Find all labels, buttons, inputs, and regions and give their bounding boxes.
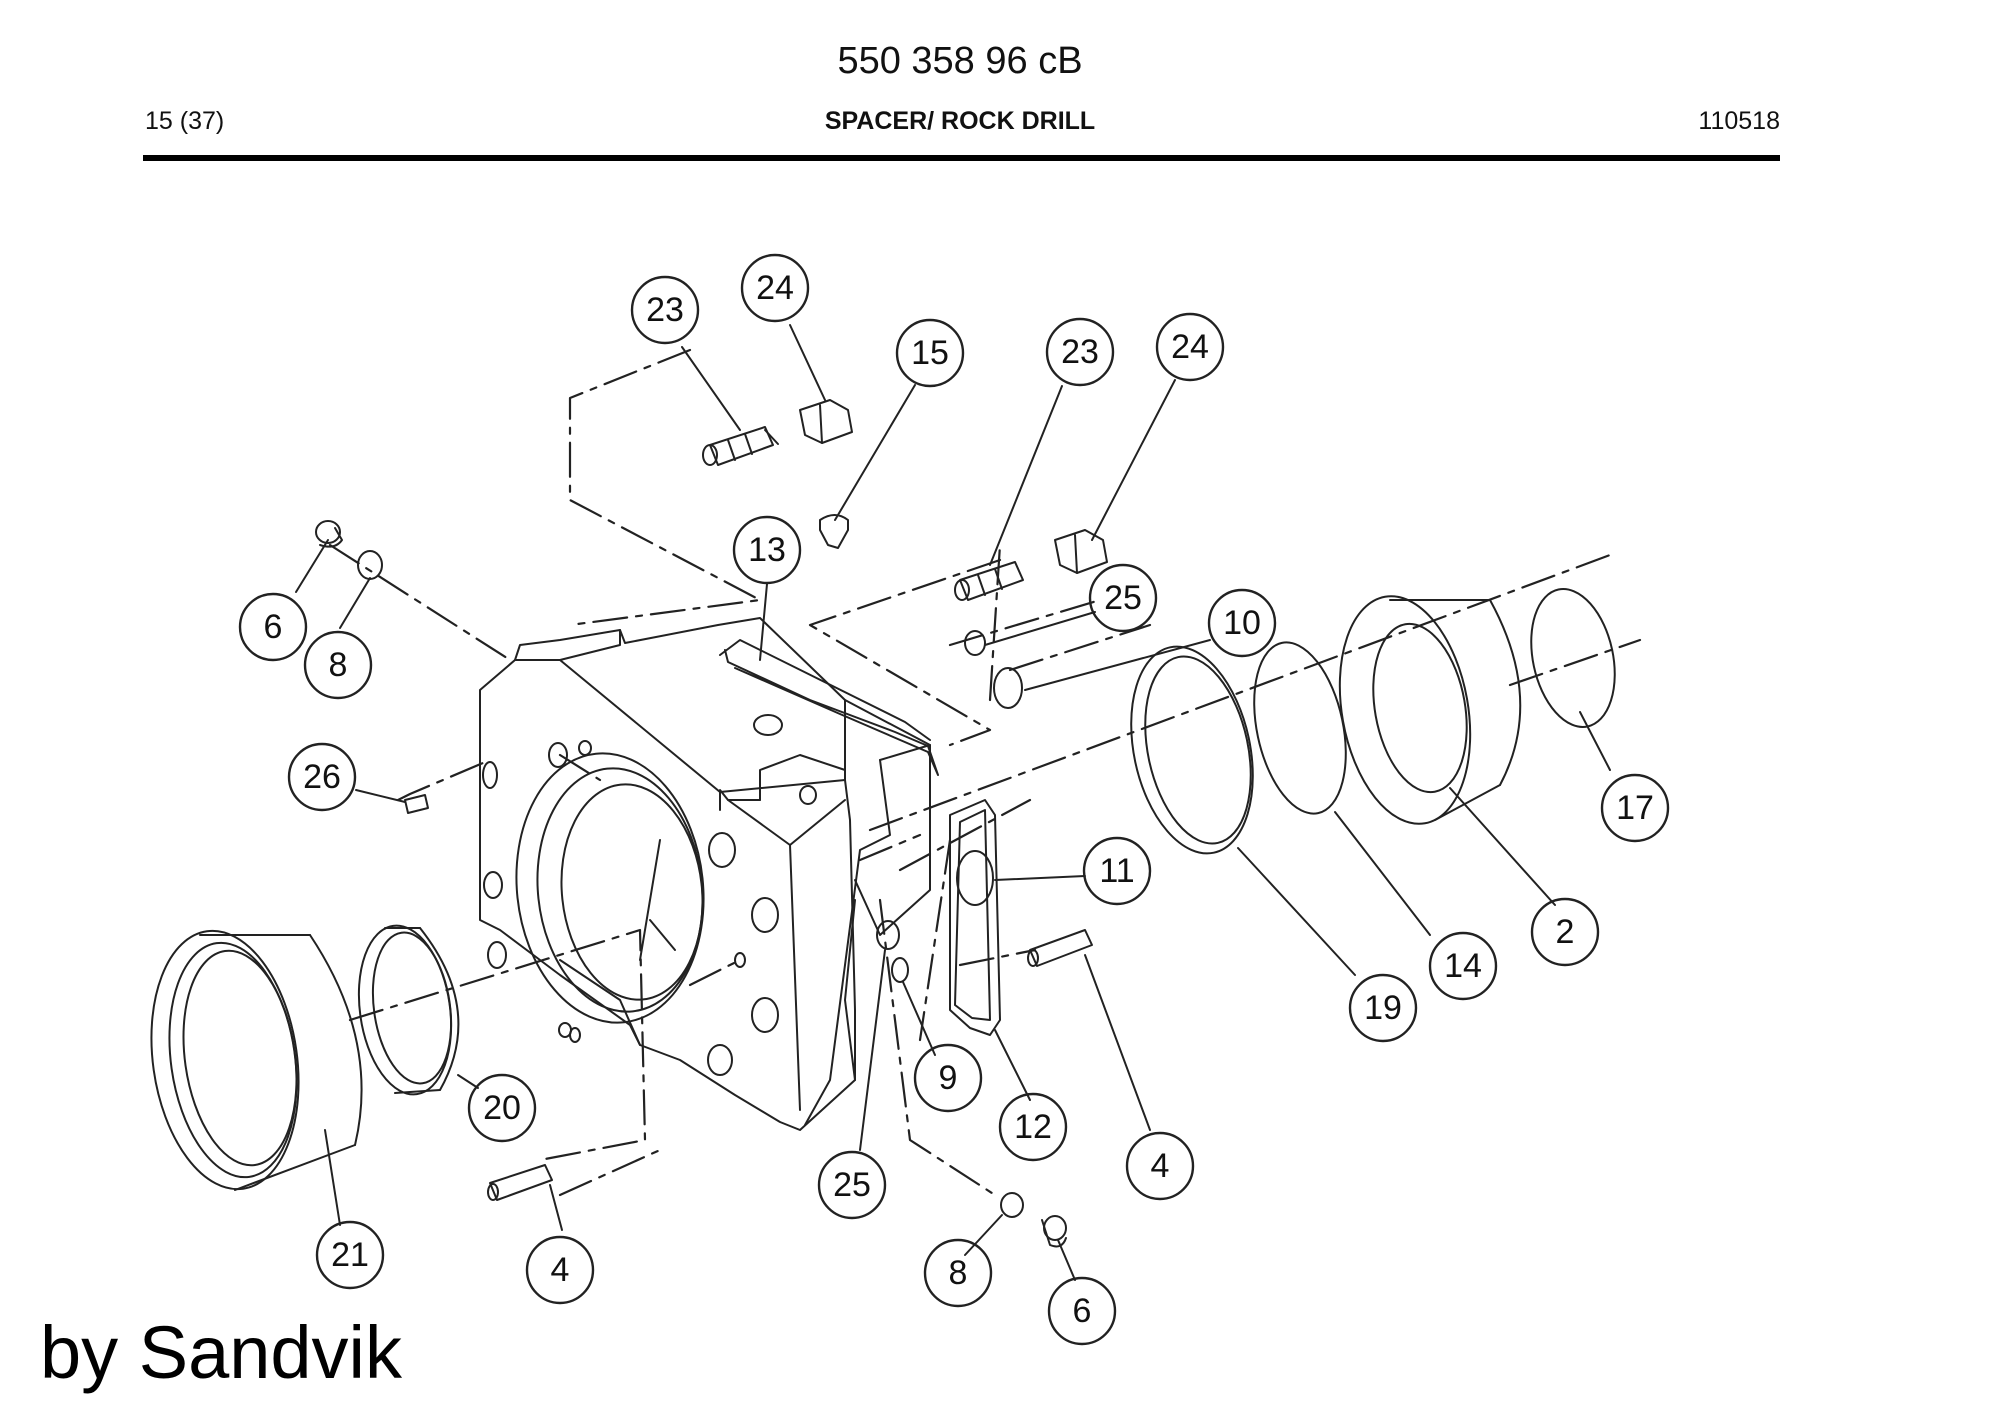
- callout-19: 19: [1348, 973, 1418, 1043]
- callout-23-mid: 23: [1045, 317, 1115, 387]
- svg-text:25: 25: [833, 1166, 871, 1204]
- o-ring-25-top: [964, 630, 986, 656]
- leader-lines: [295, 324, 1611, 1281]
- callout-6-bottom: 6: [1047, 1276, 1117, 1346]
- svg-text:15: 15: [911, 334, 949, 372]
- callout-12: 12: [998, 1092, 1068, 1162]
- svg-text:26: 26: [303, 758, 341, 796]
- callout-4-left: 4: [525, 1235, 595, 1305]
- o-ring-8-bottom: [1000, 1192, 1024, 1218]
- callout-24-mid: 24: [1155, 312, 1225, 382]
- callout-6-top: 6: [238, 592, 308, 662]
- callout-balloons: 23 24 15 23 24 13 6 8 25 10 26 11 17 2 1…: [238, 253, 1670, 1346]
- ring-19: [1130, 645, 1254, 855]
- svg-text:2: 2: [1556, 913, 1575, 951]
- gasket-13: [719, 639, 939, 776]
- o-ring-25-bottom: [876, 920, 900, 950]
- plug-6-top: [315, 520, 343, 548]
- callout-17: 17: [1600, 773, 1670, 843]
- svg-text:21: 21: [331, 1236, 369, 1274]
- svg-text:4: 4: [1151, 1147, 1170, 1185]
- page-indicator: 15 (37): [145, 107, 225, 135]
- page-title: SPACER/ ROCK DRILL: [824, 107, 1096, 135]
- callout-8-bottom: 8: [923, 1238, 993, 1308]
- svg-text:14: 14: [1444, 947, 1482, 985]
- callout-24-top: 24: [740, 253, 810, 323]
- svg-text:10: 10: [1223, 604, 1261, 642]
- callout-2: 2: [1530, 897, 1600, 967]
- credit-text: by Sandvik: [40, 1311, 402, 1394]
- callout-14: 14: [1428, 931, 1498, 1001]
- o-ring-10: [993, 667, 1023, 709]
- callout-4-right: 4: [1125, 1131, 1195, 1201]
- center-lines: [328, 348, 1642, 1197]
- dowel-pin-4-left: [487, 1164, 553, 1201]
- svg-text:17: 17: [1616, 789, 1654, 827]
- o-ring-8-top: [357, 550, 383, 580]
- date-code: 110518: [1698, 107, 1780, 135]
- svg-text:13: 13: [748, 531, 786, 569]
- svg-text:23: 23: [1061, 333, 1099, 371]
- svg-text:19: 19: [1364, 989, 1402, 1027]
- callout-20: 20: [467, 1073, 537, 1143]
- callout-15: 15: [895, 318, 965, 388]
- document-number: 550 358 96 cB: [837, 40, 1083, 82]
- svg-text:12: 12: [1014, 1108, 1052, 1146]
- fitting-23-top: [702, 426, 779, 466]
- dowel-pin-4-right: [1027, 929, 1093, 967]
- o-ring-9: [891, 957, 909, 983]
- bushing-2: [1338, 595, 1522, 825]
- callout-23-top: 23: [630, 275, 700, 345]
- spacer-housing: [479, 617, 931, 1131]
- callout-21: 21: [315, 1220, 385, 1290]
- svg-text:23: 23: [646, 291, 684, 329]
- svg-text:6: 6: [1073, 1292, 1092, 1330]
- callout-8-top: 8: [303, 630, 373, 700]
- fitting-23-mid: [954, 561, 1024, 601]
- header-rule: [143, 155, 1780, 161]
- plug-6-bottom: [1041, 1215, 1067, 1248]
- ring-20: [357, 924, 460, 1096]
- nut-24-mid: [1054, 529, 1108, 574]
- o-ring-11: [956, 850, 994, 906]
- callout-26: 26: [287, 742, 357, 812]
- o-ring-17: [1530, 588, 1616, 728]
- callout-25-top: 25: [1088, 563, 1158, 633]
- svg-text:8: 8: [949, 1254, 968, 1292]
- housing-holes: [482, 714, 817, 1076]
- callout-25-bottom: 25: [817, 1150, 887, 1220]
- callout-10: 10: [1207, 588, 1277, 658]
- svg-text:20: 20: [483, 1089, 521, 1127]
- callout-11: 11: [1082, 836, 1152, 906]
- svg-text:9: 9: [939, 1059, 958, 1097]
- nut-24-top: [799, 399, 853, 444]
- svg-text:6: 6: [264, 608, 283, 646]
- svg-text:24: 24: [1171, 328, 1209, 366]
- threaded-sleeve-21: [150, 929, 363, 1191]
- svg-text:8: 8: [329, 646, 348, 684]
- svg-text:25: 25: [1104, 579, 1142, 617]
- gasket-12: [949, 799, 1001, 1036]
- housing-bore: [515, 752, 705, 1024]
- svg-text:11: 11: [1099, 852, 1134, 890]
- svg-text:24: 24: [756, 269, 794, 307]
- pin-26: [404, 794, 429, 814]
- screw-15: [819, 514, 849, 549]
- callout-9: 9: [913, 1043, 983, 1113]
- svg-text:4: 4: [551, 1251, 570, 1289]
- callout-13: 13: [732, 515, 802, 585]
